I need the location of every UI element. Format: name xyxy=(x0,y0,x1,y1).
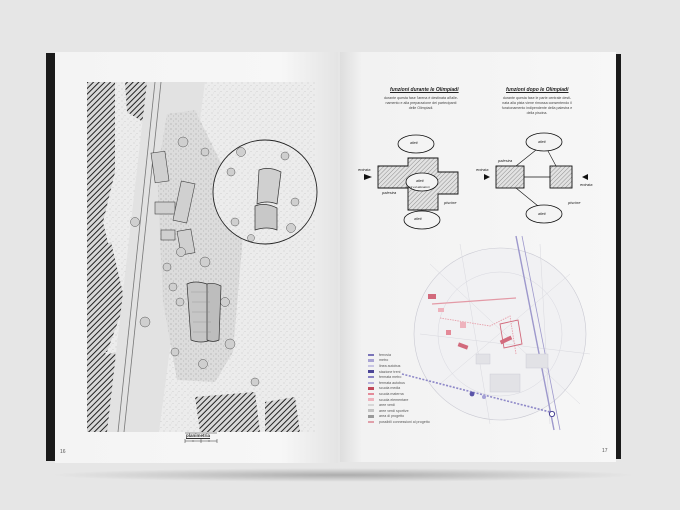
legend-item: scuola materna xyxy=(368,391,488,397)
legend-item: aree verdi sportive xyxy=(368,408,488,414)
right-cover-edge xyxy=(616,54,621,459)
during-athletes-bottom-label: atleti xyxy=(414,217,422,221)
left-page-number: 16 xyxy=(60,449,66,455)
context-map xyxy=(401,235,591,431)
legend-item: fermata autobus xyxy=(368,380,488,386)
after-entrance-left-label: entrata xyxy=(476,167,489,172)
legend-swatch xyxy=(368,375,374,379)
map-legend: ferrovia metro linea autobus stazione tr… xyxy=(368,352,488,425)
site-plan xyxy=(87,81,318,443)
left-page: planimetria 16 xyxy=(55,52,338,463)
right-page-number: 17 xyxy=(602,448,608,454)
legend-item: possibili connessioni al progetto xyxy=(368,419,488,425)
legend-item: area di progetto xyxy=(368,414,488,420)
diagram-during-description: durante questa fase l'arena è destinata … xyxy=(383,96,459,110)
diagram-after-description: durante questa fase le parte centrale de… xyxy=(501,96,573,115)
legend-item: scuola media xyxy=(368,386,488,392)
legend-swatch xyxy=(368,364,374,368)
legend-swatch xyxy=(368,415,374,418)
legend-swatch xyxy=(368,398,374,401)
legend-item: metro xyxy=(368,358,488,364)
legend-swatch xyxy=(368,370,374,373)
legend-item: scuola elementare xyxy=(368,397,488,403)
legend-swatch xyxy=(368,387,374,390)
legend-swatch xyxy=(368,409,374,412)
right-page: funzioni durante le Olimpiadi durante qu… xyxy=(340,52,616,462)
function-diagram-after: palestra entrata entrata piscine atleti … xyxy=(476,132,593,224)
diagram-during-title: funzioni durante le Olimpiadi xyxy=(390,87,459,93)
during-pool-label: piscine xyxy=(443,200,457,205)
legend-swatch xyxy=(368,359,374,362)
during-gym-label: palestra xyxy=(381,190,397,195)
legend-swatch xyxy=(368,392,374,396)
site-plan-scale-label: planimetria xyxy=(186,433,211,438)
legend-swatch xyxy=(368,403,374,407)
during-athletes-top-label: atleti xyxy=(410,141,418,145)
during-athletes-center-label: atleti xyxy=(416,179,424,183)
legend-item: ferrovia xyxy=(368,352,488,358)
diagram-after-title: funzioni dopo le Olimpiadi xyxy=(506,87,569,93)
function-diagram-during: palestra entrata piscine atleti atleti a… xyxy=(358,134,459,230)
left-cover-edge xyxy=(46,53,55,461)
legend-swatch xyxy=(368,381,374,385)
after-pool-label: piscine xyxy=(567,200,581,205)
legend-item: aree verdi xyxy=(368,402,488,408)
during-athletes-note: atleti ed allenatori xyxy=(406,185,430,189)
legend-item: fermata metro xyxy=(368,374,488,380)
legend-swatch xyxy=(368,420,374,424)
legend-item: linea autobus xyxy=(368,363,488,369)
during-entrance-label: entrata xyxy=(358,167,371,172)
after-athletes-top-label: atleti xyxy=(538,140,546,144)
book-shadow xyxy=(48,468,638,482)
after-entrance-right-label: entrata xyxy=(580,182,593,187)
after-gym-label: palestra xyxy=(497,158,513,163)
legend-swatch xyxy=(368,353,374,357)
after-athletes-bottom-label: atleti xyxy=(538,212,546,216)
legend-item: stazione treni xyxy=(368,369,488,375)
